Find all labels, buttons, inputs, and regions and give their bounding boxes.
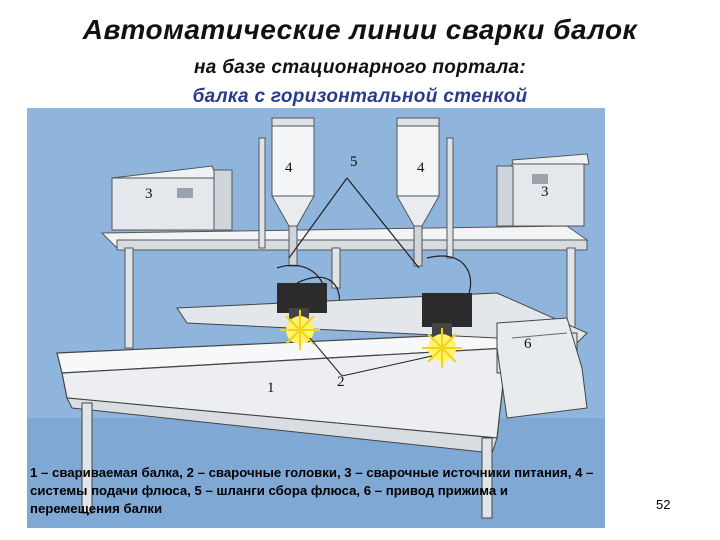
callout-2: 2: [337, 374, 345, 390]
slide-title: Автоматические линии сварки балок: [82, 14, 638, 45]
leader-lines: [309, 337, 433, 377]
drive-assembly: [496, 317, 588, 419]
figure-caption: 1 – свариваемая балка, 2 – сварочные гол…: [30, 465, 594, 516]
slide-subtitle: на базе стационарного портала:: [194, 57, 526, 78]
power-supply-left: [111, 165, 233, 231]
welding-line-figure: 4 5 4 3 3 6 1 2: [27, 108, 605, 528]
callout-4-left: 4: [285, 160, 293, 176]
power-supply-right: [496, 153, 590, 227]
callout-3-right: 3: [541, 184, 549, 200]
callout-5: 5: [350, 154, 358, 170]
welding-line-illustration: [27, 108, 605, 528]
callout-1: 1: [267, 380, 275, 396]
page-number: 52: [656, 497, 671, 512]
callout-6: 6: [524, 336, 532, 352]
portal-frame: [100, 225, 589, 359]
callout-3-left: 3: [145, 186, 153, 202]
callout-4-right: 4: [417, 160, 425, 176]
flux-hopper-left: [258, 117, 315, 267]
welding-head-right: [422, 293, 472, 368]
support-legs: [81, 402, 493, 519]
flux-hopper-right: [396, 117, 454, 267]
slide-subtitle-highlight: балка с горизонтальной стенкой: [192, 86, 528, 107]
welding-head-left: [277, 283, 327, 350]
